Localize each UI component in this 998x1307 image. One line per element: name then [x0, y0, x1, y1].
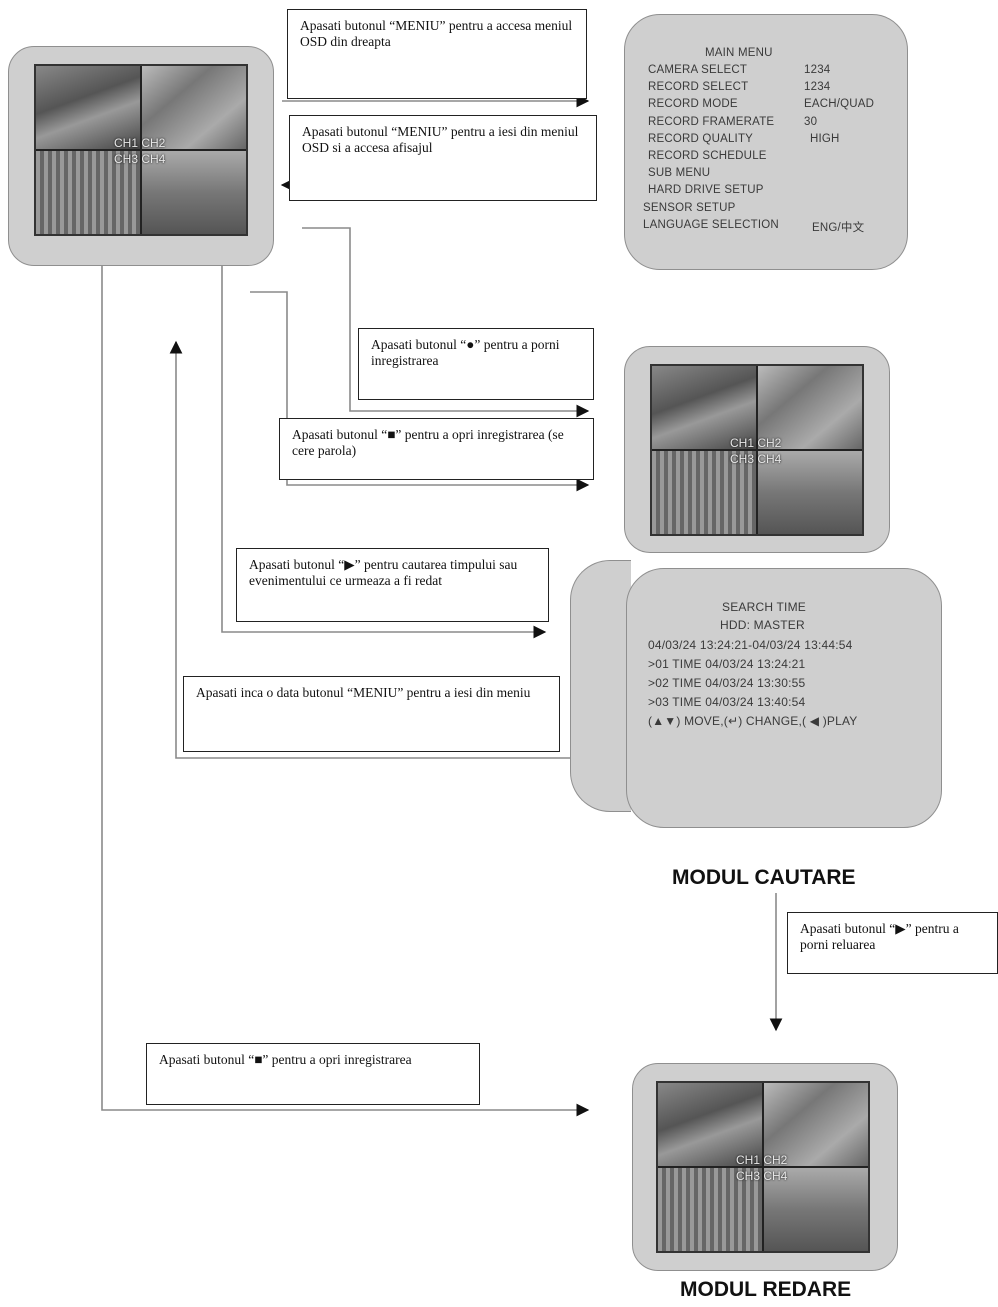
live-display-screen: CH1 CH2 CH3 CH4 — [8, 46, 274, 266]
note-playback-stop: Apasati butonul “■” pentru a opri inregi… — [146, 1043, 480, 1105]
camera-cell-4 — [758, 451, 862, 534]
main-menu-item-value: ENG/中文 — [812, 221, 865, 234]
search-help: (▲▼) MOVE,(↵) CHANGE,( ◀ )PLAY — [648, 714, 858, 728]
main-menu-item-label: RECORD QUALITY — [648, 132, 754, 145]
camera-cell-1 — [36, 66, 140, 149]
search-range: 04/03/24 13:24:21-04/03/24 13:44:54 — [648, 638, 853, 652]
main-menu-item: LANGUAGE SELECTION — [643, 219, 779, 231]
camera-cell-3 — [36, 151, 140, 234]
main-menu-item-label: RECORD SELECT — [648, 81, 749, 94]
camera-cell-4 — [142, 151, 246, 234]
camera-cell-3 — [658, 1168, 762, 1251]
arrow-search — [221, 255, 547, 639]
note-record-stop: Apasati butonul “■” pentru a opri inregi… — [279, 418, 594, 480]
search-entry-2: >02 TIME 04/03/24 13:30:55 — [648, 676, 806, 690]
quad-view: CH1 CH2 CH3 CH4 — [34, 64, 248, 236]
main-menu-item-label: RECORD MODE — [648, 98, 738, 111]
main-menu-item-value: 1234 — [804, 81, 831, 94]
note-menu-exit: Apasati butonul “MENIU” pentru a iesi di… — [289, 115, 597, 201]
main-menu-item: RECORD SCHEDULE — [648, 150, 767, 162]
channel-label-top: CH1 CH2 — [730, 436, 782, 450]
channel-label-top: CH1 CH2 — [114, 136, 166, 150]
main-menu-item-label: SENSOR SETUP — [643, 201, 736, 214]
search-entry-1: >01 TIME 04/03/24 13:24:21 — [648, 657, 806, 671]
mode-label-playback: MODUL REDARE — [680, 1278, 852, 1301]
camera-cell-2 — [758, 366, 862, 449]
arrow-menu-again — [169, 340, 582, 759]
camera-cell-4 — [764, 1168, 868, 1251]
camera-cell-1 — [658, 1083, 762, 1166]
camera-cell-2 — [142, 66, 246, 149]
mode-label-search: MODUL CAUTARE — [672, 866, 856, 889]
search-hdd: HDD: MASTER — [720, 618, 805, 632]
search-osd: SEARCH TIME HDD: MASTER 04/03/24 13:24:2… — [640, 600, 930, 740]
main-menu-item: SUB MENU — [648, 167, 710, 179]
arrow-playback-stop — [101, 255, 590, 1117]
main-menu-title: MAIN MENU — [705, 47, 773, 59]
note-menu-open: Apasati butonul “MENIU” pentru a accesa … — [287, 9, 587, 99]
note-playback-start: Apasati butonul “▶” pentru a porni relua… — [787, 912, 998, 974]
main-menu-item: RECORD SELECT — [648, 81, 748, 93]
quad-view-playback: CH1 CH2 CH3 CH4 — [656, 1081, 870, 1253]
record-display-screen: CH1 CH2 CH3 CH4 — [624, 346, 890, 553]
arrow-record-stop — [250, 291, 590, 492]
camera-cell-1 — [652, 366, 756, 449]
main-menu-item-label: RECORD FRAMERATE — [648, 115, 775, 128]
channel-label-bottom: CH3 CH4 — [730, 452, 782, 466]
main-menu-item-value: 1234 — [804, 64, 831, 76]
note-menu-again: Apasati inca o data butonul “MENIU” pent… — [183, 676, 560, 752]
main-menu-item-value: HIGH — [810, 132, 840, 145]
camera-cell-2 — [764, 1083, 868, 1166]
search-entry-3: >03 TIME 04/03/24 13:40:54 — [648, 695, 806, 709]
quad-view-record: CH1 CH2 CH3 CH4 — [650, 364, 864, 536]
main-menu-item-value: 30 — [804, 115, 818, 128]
channel-label-top: CH1 CH2 — [736, 1153, 788, 1167]
main-menu-item: SENSOR SETUP — [643, 202, 736, 214]
main-menu-item: RECORD FRAMERATE — [648, 116, 774, 128]
main-menu-item-label: CAMERA SELECT — [648, 64, 748, 76]
note-record-start: Apasati butonul “●” pentru a porni inreg… — [358, 328, 594, 400]
main-menu-item: HARD DRIVE SETUP — [648, 184, 764, 196]
main-menu-item: CAMERA SELECT — [648, 64, 747, 76]
search-screen-back — [570, 560, 631, 812]
search-screen — [626, 568, 942, 828]
main-menu-item-label: RECORD SCHEDULE — [648, 150, 767, 162]
note-search: Apasati butonul “▶” pentru cautarea timp… — [236, 548, 549, 622]
main-menu-item: RECORD MODE — [648, 98, 738, 110]
camera-cell-3 — [652, 451, 756, 534]
playback-display-screen: CH1 CH2 CH3 CH4 — [632, 1063, 898, 1271]
main-menu-item-value: EACH/QUAD — [804, 98, 875, 111]
channel-label-bottom: CH3 CH4 — [736, 1169, 788, 1183]
channel-label-bottom: CH3 CH4 — [114, 152, 166, 166]
main-menu-item-label: HARD DRIVE SETUP — [648, 184, 764, 197]
main-menu-screen — [624, 14, 908, 270]
arrow-record-start — [302, 227, 590, 418]
search-title: SEARCH TIME — [722, 600, 806, 614]
main-menu-item-label: SUB MENU — [648, 167, 711, 180]
main-menu-item: RECORD QUALITY — [648, 133, 753, 145]
main-menu-item-label: LANGUAGE SELECTION — [643, 218, 779, 231]
